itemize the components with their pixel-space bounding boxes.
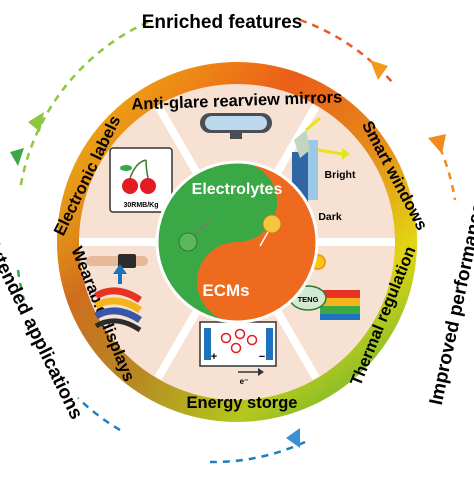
cherry-icon xyxy=(122,178,138,194)
ion-green-icon xyxy=(178,232,198,252)
arrow-blue-bottom-icon xyxy=(286,428,300,448)
center-label-ecms: ECMs xyxy=(202,281,249,300)
outer-cycle-arrows xyxy=(10,18,457,464)
center-yin-yang xyxy=(155,160,319,324)
energy-storage-cell-icon xyxy=(199,321,277,376)
electronic-label-card: 30RMB/Kg xyxy=(109,147,173,213)
electron-label: e⁻ xyxy=(240,377,249,386)
center-label-electrolytes: Electrolytes xyxy=(192,181,283,198)
teng-label: TENG xyxy=(298,295,319,304)
arrow-orange-right-icon xyxy=(428,134,446,154)
label-enriched-features: Enriched features xyxy=(142,12,303,33)
wearable-display-icon xyxy=(86,254,148,333)
bright-label: Bright xyxy=(325,169,356,181)
arrow-green-top-icon xyxy=(28,112,44,132)
dark-label: Dark xyxy=(318,211,342,223)
minus-sign: − xyxy=(259,351,265,363)
ion-orange-icon xyxy=(262,214,282,234)
arrow-green-left-icon xyxy=(10,148,24,166)
rearview-mirror-icon xyxy=(200,113,272,139)
arrow-orange-top-icon xyxy=(370,60,388,80)
ring-label-energy-storge: Energy storge xyxy=(187,394,298,412)
label-improved-performances: Improved performances xyxy=(426,191,474,407)
price-tag-text: 30RMB/Kg xyxy=(123,202,158,209)
plus-sign: + xyxy=(211,351,217,363)
